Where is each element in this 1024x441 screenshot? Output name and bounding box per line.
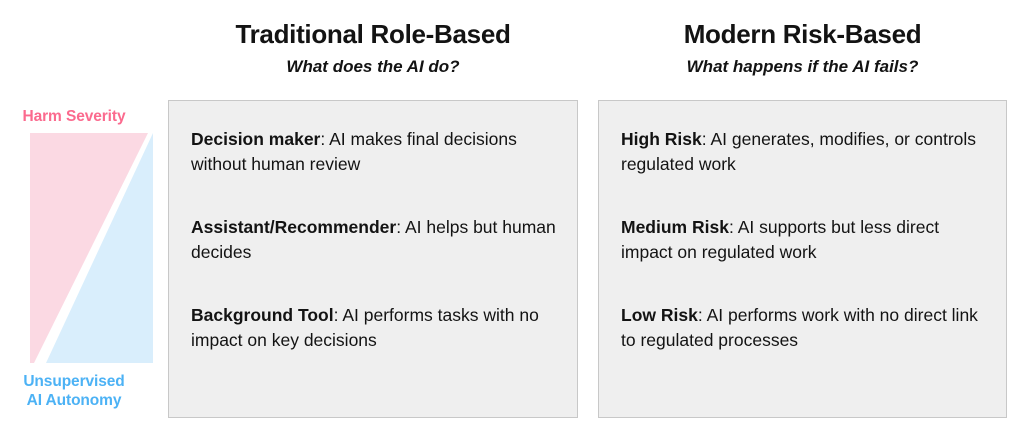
item-description: : AI makes final decisions without human… — [191, 129, 517, 174]
list-item: High Risk: AI generates, modifies, or co… — [621, 127, 990, 177]
card-traditional-role-based: Decision maker: AI makes final decisions… — [168, 100, 578, 418]
item-description: : AI performs tasks with no impact on ke… — [191, 305, 539, 350]
list-item: Assistant/Recommender: AI helps but huma… — [191, 215, 561, 265]
item-term: High Risk — [621, 129, 702, 149]
card-modern-risk-based: High Risk: AI generates, modifies, or co… — [598, 100, 1007, 418]
column-title-modern: Modern Risk-Based — [683, 19, 922, 49]
column-title-traditional: Traditional Role-Based — [235, 19, 511, 49]
column-subtitle-modern: What happens if the AI fails? — [686, 57, 919, 76]
ai-autonomy-axis-label-line1: Unsupervised — [23, 373, 125, 390]
item-term: Decision maker — [191, 129, 321, 149]
harm-severity-axis-label: Harm Severity — [22, 108, 126, 125]
column-subtitle-traditional: What does the AI do? — [286, 57, 460, 76]
item-term: Low Risk — [621, 305, 698, 325]
ai-autonomy-axis-label: Unsupervised AI Autonomy — [0, 372, 154, 410]
item-description: : AI performs work with no direct link t… — [621, 305, 978, 350]
item-description: : AI helps but human decides — [191, 217, 556, 262]
item-term: Medium Risk — [621, 217, 729, 237]
list-item: Background Tool: AI performs tasks with … — [191, 303, 561, 353]
ai-autonomy-triangle — [46, 133, 153, 363]
list-item: Medium Risk: AI supports but less direct… — [621, 215, 990, 265]
ai-autonomy-axis-label-line2: AI Autonomy — [26, 392, 122, 409]
item-description: : AI generates, modifies, or controls re… — [621, 129, 977, 174]
list-item: Decision maker: AI makes final decisions… — [191, 127, 561, 177]
list-item: Low Risk: AI performs work with no direc… — [621, 303, 990, 353]
column-traditional-role-based: Traditional Role-Based What does the AI … — [168, 0, 578, 418]
harm-autonomy-gradient-graphic — [30, 133, 153, 363]
harm-severity-triangle — [30, 133, 148, 363]
item-term: Assistant/Recommender — [191, 217, 397, 237]
axis-legend: Harm Severity Unsupervised AI Autonomy — [0, 100, 160, 420]
column-modern-risk-based: Modern Risk-Based What happens if the AI… — [598, 0, 1007, 418]
item-description: : AI supports but less direct impact on … — [621, 217, 940, 262]
item-term: Background Tool — [191, 305, 334, 325]
